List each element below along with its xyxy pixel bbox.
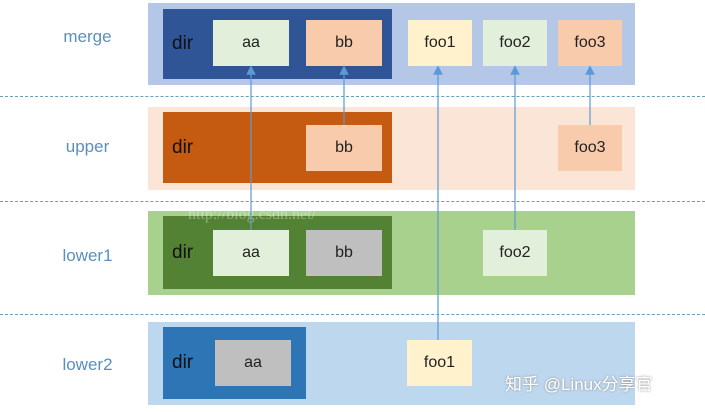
dir-label: dir: [172, 241, 194, 263]
merge-file-foo2: foo2: [483, 20, 547, 66]
layer-divider: [0, 96, 705, 97]
layer-label-lower1: lower1: [62, 246, 113, 265]
lower2-file-foo1: foo1: [407, 340, 472, 386]
layer-divider: [0, 314, 705, 315]
zhihu-watermark: 知乎 @Linux分享官: [505, 375, 653, 394]
layer-label-lower2: lower2: [62, 355, 113, 374]
dir-label: dir: [172, 352, 194, 373]
layer-label-merge: merge: [63, 27, 112, 46]
layer-label-upper: upper: [65, 137, 110, 156]
lower1-file-foo2: foo2: [483, 230, 547, 276]
dir-label: dir: [172, 33, 194, 54]
upper-file-foo3: foo3: [558, 125, 622, 171]
lower2-file-aa: aa: [215, 340, 291, 386]
dir-label: dir: [172, 136, 194, 158]
csdn-watermark: http://blog.csdn.net/: [188, 206, 316, 223]
merge-file-aa: aa: [213, 20, 289, 66]
merge-file-bb: bb: [306, 20, 382, 66]
merge-file-foo3: foo3: [558, 20, 622, 66]
merge-file-foo1: foo1: [408, 20, 472, 66]
lower1-file-bb: bb: [306, 230, 382, 276]
lower1-file-aa: aa: [213, 230, 289, 276]
layer-divider: [0, 201, 705, 202]
upper-file-bb: bb: [306, 125, 382, 171]
